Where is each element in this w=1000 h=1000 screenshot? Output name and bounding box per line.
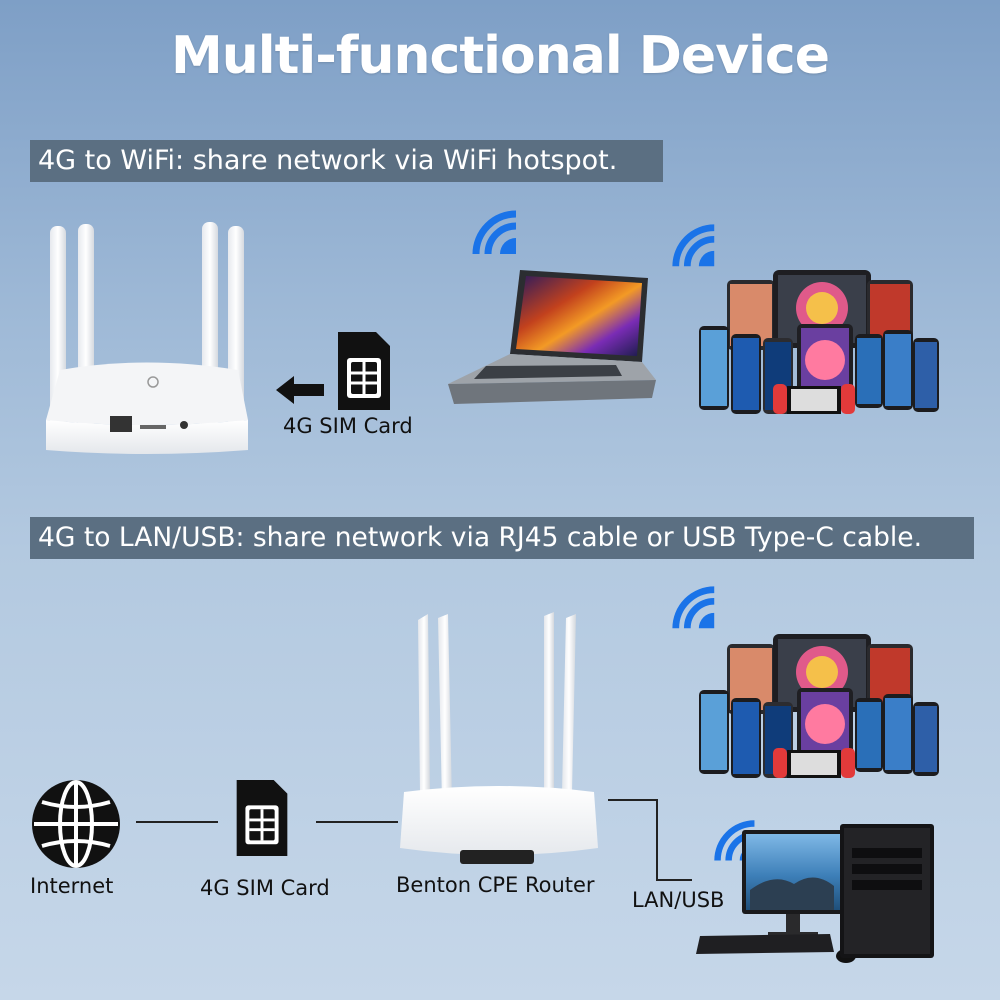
- connector-line: [316, 821, 398, 823]
- lan-usb-label: LAN/USB: [632, 888, 725, 912]
- router-image-bottom: [400, 612, 598, 864]
- section1-banner: 4G to WiFi: share network via WiFi hotsp…: [30, 140, 663, 182]
- connector-line: [136, 821, 218, 823]
- section1-sim-label: 4G SIM Card: [283, 414, 413, 438]
- arrow-left-icon: [276, 376, 324, 404]
- internet-label: Internet: [30, 874, 114, 898]
- sim-card-icon: [338, 332, 390, 410]
- sim-card-icon: [236, 780, 288, 856]
- wifi-icon: [672, 224, 715, 267]
- page-title: Multi-functional Device: [170, 26, 830, 86]
- desktop-pc-image: [696, 824, 934, 963]
- section2-banner: 4G to LAN/USB: share network via RJ45 ca…: [30, 517, 974, 559]
- connector-line: [656, 879, 692, 881]
- wifi-icon: [672, 586, 715, 629]
- connector-line: [608, 799, 658, 801]
- section2-sim-label: 4G SIM Card: [200, 876, 330, 900]
- globe-icon: [32, 780, 120, 868]
- wifi-icon: [472, 210, 517, 255]
- laptop-image: [448, 270, 656, 404]
- devices-image: [699, 270, 939, 414]
- devices-image: [699, 634, 939, 778]
- connector-line: [656, 799, 658, 881]
- router-image-top: [46, 222, 248, 454]
- router-label: Benton CPE Router: [396, 873, 595, 897]
